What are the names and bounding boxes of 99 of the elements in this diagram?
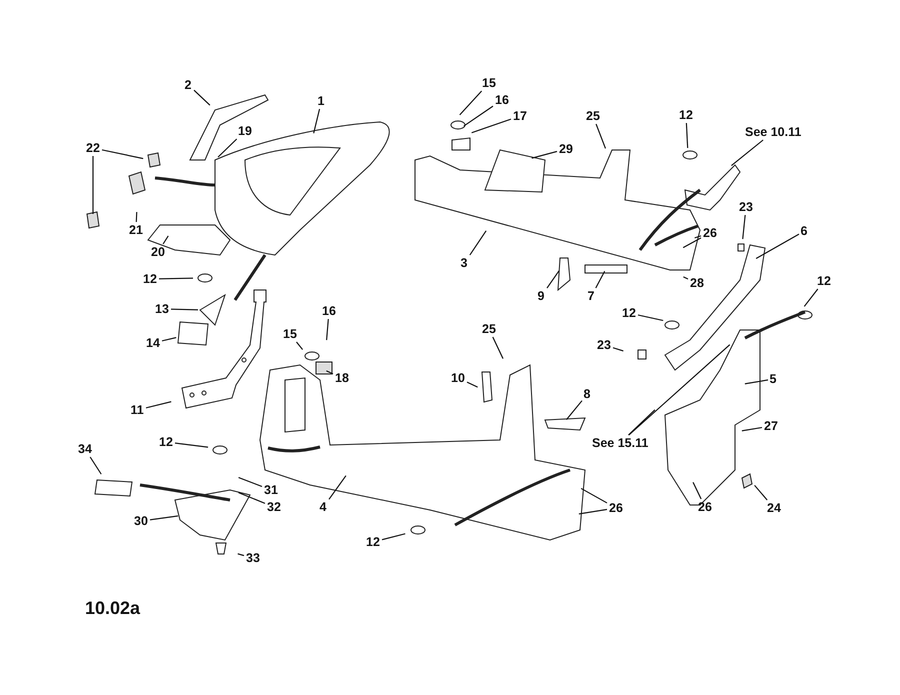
leader-line xyxy=(692,482,702,500)
callout-number: 12 xyxy=(621,306,637,320)
callout-number: 16 xyxy=(494,93,510,107)
callout-number: 13 xyxy=(154,302,170,316)
callout-number: 23 xyxy=(596,338,612,352)
leader-line xyxy=(102,149,144,160)
leader-line xyxy=(694,235,702,238)
leader-line xyxy=(92,156,94,214)
callout-number: 19 xyxy=(237,124,253,138)
callout-number: 12 xyxy=(365,535,381,549)
leader-line xyxy=(595,270,606,288)
leader-line xyxy=(238,492,266,504)
leader-line xyxy=(194,90,210,106)
leader-line xyxy=(136,212,138,222)
leader-line xyxy=(628,344,730,436)
leader-line xyxy=(328,475,346,500)
callout-number: 9 xyxy=(536,289,546,303)
callout-number: 31 xyxy=(263,483,279,497)
leader-line xyxy=(313,108,320,134)
leader-line xyxy=(146,401,172,408)
callout-number: 32 xyxy=(266,500,282,514)
leader-line xyxy=(326,370,334,374)
leader-line xyxy=(162,337,176,342)
callout-number: 18 xyxy=(334,371,350,385)
callout-number: 16 xyxy=(321,304,337,318)
leader-line xyxy=(471,118,512,134)
leader-line xyxy=(162,236,169,244)
leader-line xyxy=(90,456,102,474)
callout-number: 1 xyxy=(316,94,326,108)
leader-line xyxy=(238,553,244,556)
callout-number: 7 xyxy=(586,289,596,303)
leader-line xyxy=(174,442,208,448)
callout-number: 24 xyxy=(766,501,782,515)
callout-number: 12 xyxy=(816,274,832,288)
leader-line xyxy=(170,308,198,310)
callout-number: 2 xyxy=(184,78,192,92)
callout-number: 8 xyxy=(582,387,592,401)
leader-line xyxy=(754,484,768,500)
callout-number: 20 xyxy=(150,245,166,259)
leader-line xyxy=(612,347,624,352)
callout-number: 30 xyxy=(133,514,149,528)
leader-line xyxy=(546,270,560,288)
callout-number: 17 xyxy=(512,109,528,123)
callout-number: 4 xyxy=(318,500,328,514)
callout-number: 26 xyxy=(702,226,718,240)
leader-line xyxy=(578,508,608,514)
callout-number: 10 xyxy=(450,371,466,385)
callout-number: 27 xyxy=(763,419,779,433)
leader-line xyxy=(158,278,194,280)
leader-line xyxy=(492,336,504,359)
callout-number: 23 xyxy=(738,200,754,214)
leader-line xyxy=(742,426,762,432)
callout-number: 22 xyxy=(85,141,101,155)
callout-number: 12 xyxy=(142,272,158,286)
leader-line xyxy=(469,230,487,256)
leader-line xyxy=(532,150,558,159)
leader-line xyxy=(238,477,262,488)
callout-number: 3 xyxy=(460,256,468,270)
page-number: 10.02a xyxy=(85,598,140,619)
callout-number: 34 xyxy=(77,442,93,456)
leader-line xyxy=(638,314,664,322)
callout-number: 14 xyxy=(145,336,161,350)
leader-line xyxy=(459,90,482,116)
callout-number: 33 xyxy=(245,551,261,565)
leader-line xyxy=(296,342,304,350)
leader-line xyxy=(326,318,329,340)
leader-line xyxy=(682,237,702,248)
leader-line xyxy=(566,400,582,420)
leader-line xyxy=(596,124,606,149)
leader-line xyxy=(466,382,478,388)
callout-number: 21 xyxy=(128,223,144,237)
leader-line xyxy=(756,234,800,260)
leader-line xyxy=(218,138,238,158)
leader-line xyxy=(742,214,746,240)
leader-line xyxy=(580,488,608,504)
callout-number: 12 xyxy=(158,435,174,449)
leader-line xyxy=(744,379,768,384)
callout-number: 6 xyxy=(800,224,808,238)
leader-line xyxy=(628,409,656,436)
leader-line xyxy=(731,140,764,166)
callout-number: 26 xyxy=(697,500,713,514)
callout-number: 29 xyxy=(558,142,574,156)
leader-line xyxy=(150,515,178,520)
callout-number: See 10.11 xyxy=(744,125,802,139)
callout-number: 26 xyxy=(608,501,624,515)
leader-line xyxy=(382,533,406,540)
callout-number: 28 xyxy=(689,276,705,290)
leader-line xyxy=(686,122,688,148)
leader-line xyxy=(683,276,688,280)
leader-line xyxy=(804,288,818,307)
callout-number: 15 xyxy=(282,327,298,341)
leader-line xyxy=(463,106,494,126)
callout-number: 12 xyxy=(678,108,694,122)
callout-number: See 15.11 xyxy=(591,436,650,450)
callout-number: 15 xyxy=(481,76,497,90)
callout-number: 25 xyxy=(585,109,601,123)
callout-number: 5 xyxy=(768,372,778,386)
callout-number: 25 xyxy=(481,322,497,336)
callout-number: 11 xyxy=(130,403,145,417)
